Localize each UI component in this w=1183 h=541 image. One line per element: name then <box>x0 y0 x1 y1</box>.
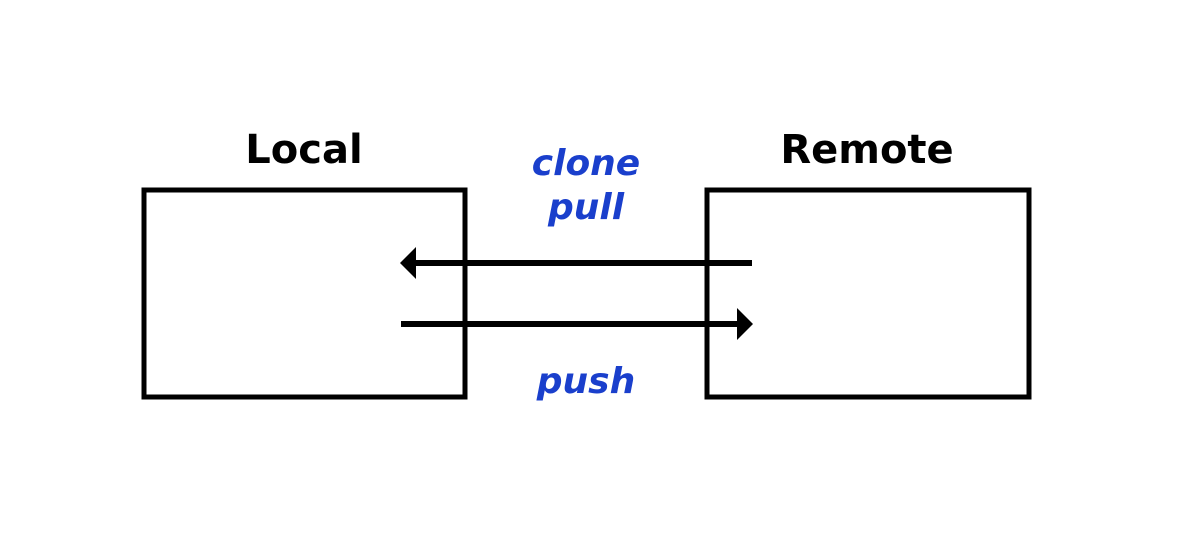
pull-arrow <box>400 247 752 279</box>
pull-label: pull <box>547 187 625 228</box>
local-title: Local <box>245 127 362 173</box>
pull-arrow-head-icon <box>400 247 416 279</box>
push-arrow-head-icon <box>737 308 753 340</box>
clone-label: clone <box>532 143 640 184</box>
local-box <box>141 187 468 400</box>
push-label: push <box>536 361 635 402</box>
push-arrow <box>401 308 753 340</box>
remote-box <box>704 187 1032 400</box>
remote-title: Remote <box>780 127 953 173</box>
